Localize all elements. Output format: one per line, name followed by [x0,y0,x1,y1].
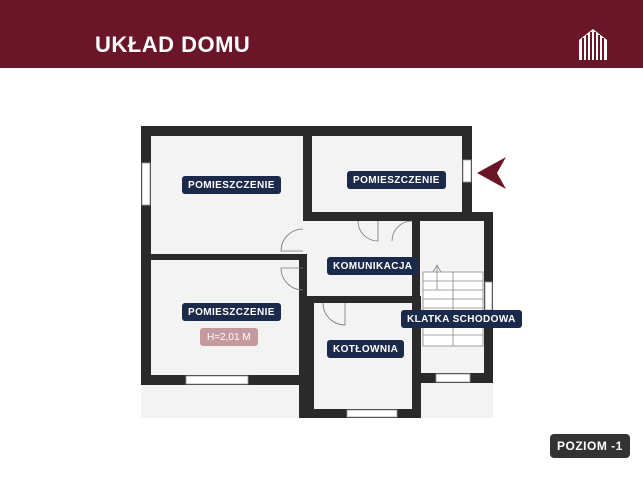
room-height-badge: H=2,01 M [200,328,258,346]
staircase-steps [422,264,484,347]
room-label-corridor: KOMUNIKACJA [327,257,419,275]
header-bar: UKŁAD DOMU [0,0,643,68]
room-label-top-right: POMIESZCZENIE [347,171,446,189]
room-label-staircase: KLATKA SCHODOWA [401,310,522,328]
entrance-arrow-icon [477,157,506,189]
page-title: UKŁAD DOMU [95,32,251,57]
level-badge: POZIOM -1 [550,434,630,458]
building-logo-icon [579,29,607,60]
windows [141,159,493,418]
room-label-bottom-left: POMIESZCZENIE [182,303,281,321]
room-label-top-left: POMIESZCZENIE [182,176,281,194]
doors [280,220,413,326]
room-label-boiler-room: KOTŁOWNIA [327,340,405,358]
